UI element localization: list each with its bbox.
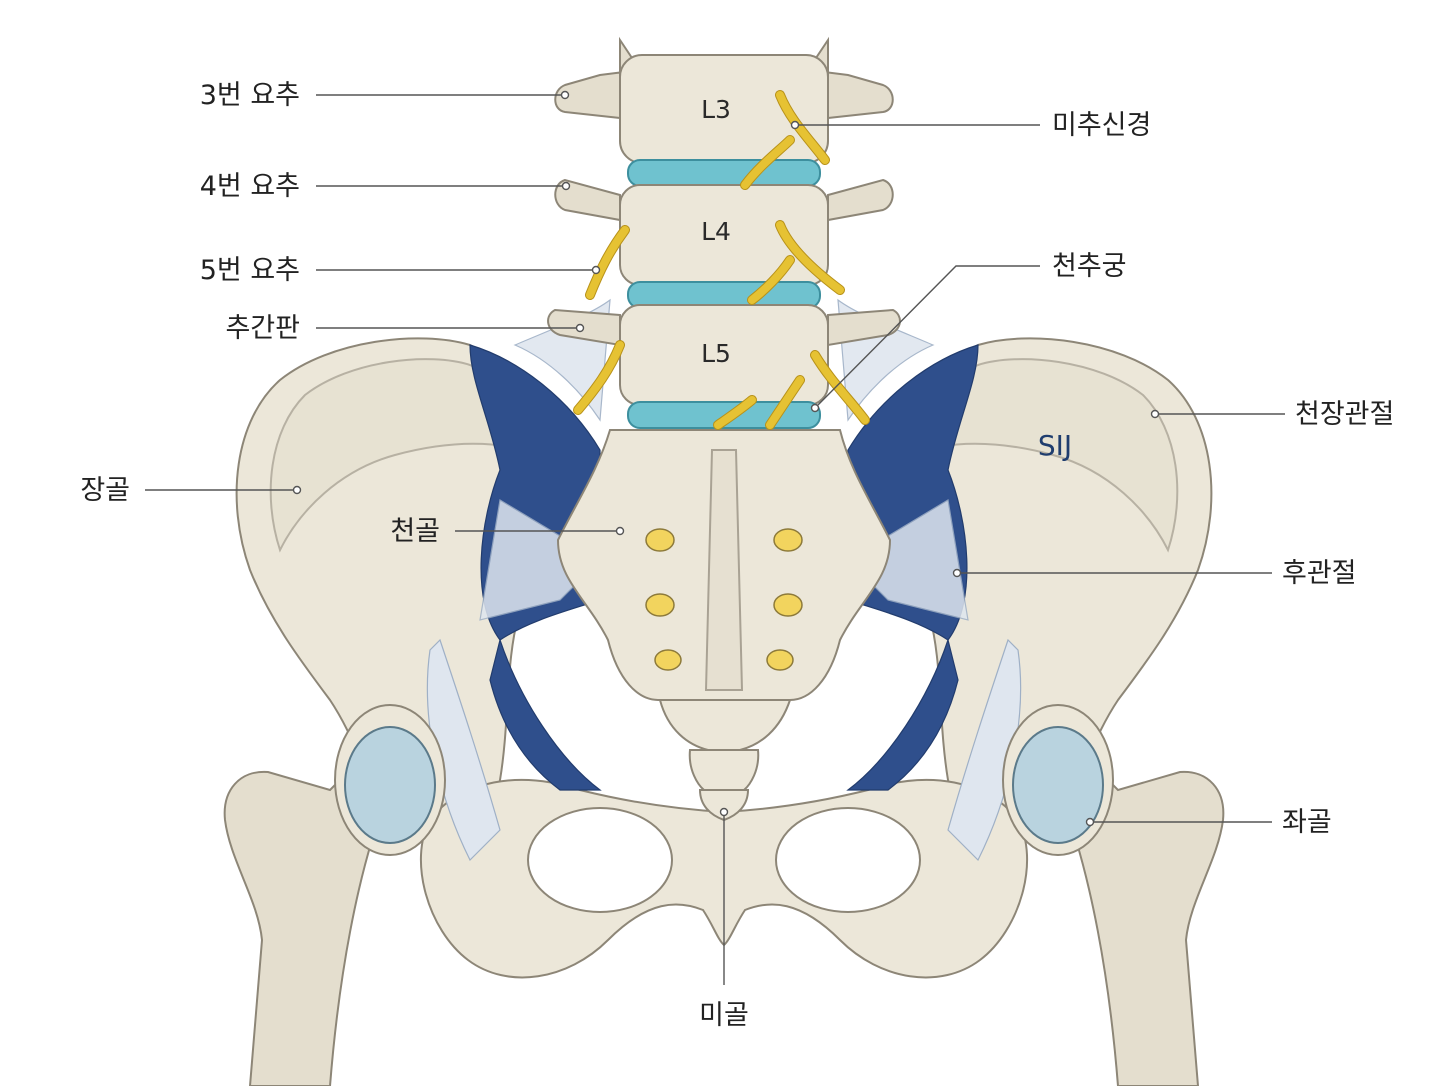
coccyx [688,749,760,822]
disc-l3-l4 [627,159,821,187]
sacrum [556,429,892,751]
label-sacroiliac-joint: 천장관절 [1295,399,1394,430]
hip-joints [334,704,1114,856]
lumbar-spine [547,36,901,429]
label-ilium: 장골 [80,475,130,506]
sij-label: SIJ [1038,429,1072,462]
label-l3-vertebra: 3번 요추 [200,80,300,111]
sacral-foramen [654,649,682,671]
left-obturator-foramen [527,807,673,913]
label-facet-joint: 후관절 [1282,558,1357,589]
label-sacral-arch: 천추궁 [1052,251,1127,282]
right-obturator-foramen [775,807,921,913]
sacral-foramen [766,649,794,671]
sacral-foramen [773,593,803,617]
right-femoral-head [1012,726,1104,844]
label-sacrum: 천골 [390,516,440,547]
sacral-foramen [773,528,803,552]
sacral-foramen [645,593,675,617]
label-l4-vertebra: 4번 요추 [200,171,300,202]
leader-lines [145,90,1285,985]
l5-label: L5 [701,339,731,368]
l4-label: L4 [701,217,731,246]
nerves [573,90,870,430]
label-hip-bone: 좌골 [1282,807,1332,838]
label-coccyx: 미골 [699,1000,749,1031]
label-disc: 추간판 [225,313,300,344]
sacral-foramen [645,528,675,552]
left-femoral-head [344,726,436,844]
label-l5-vertebra: 5번 요추 [200,255,300,286]
label-coccygeal-nerve: 미추신경 [1052,110,1151,141]
l3-label: L3 [701,95,731,124]
